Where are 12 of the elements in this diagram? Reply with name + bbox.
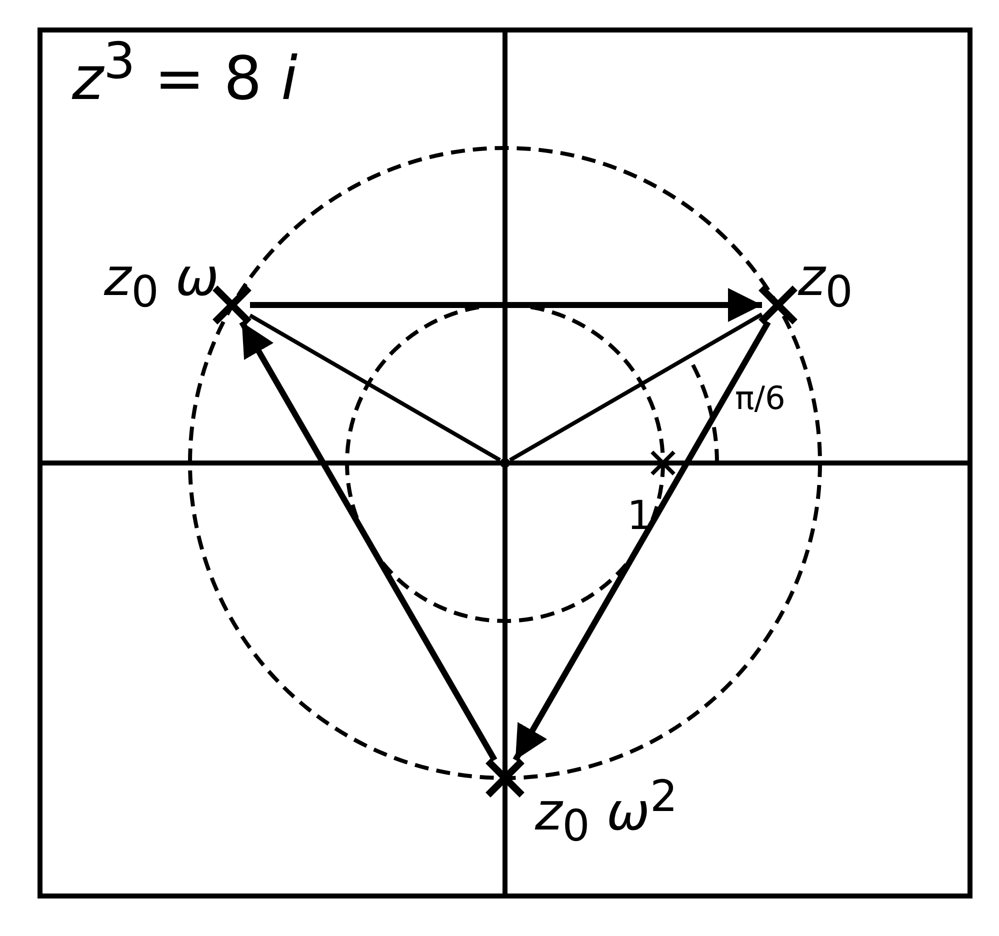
- equation-title: z$^{3}$ = 8 i: [72, 36, 298, 109]
- point-label: z$_{0}$ ω$^{2}$: [535, 776, 678, 850]
- angle-label: π/6: [735, 382, 786, 414]
- radius-line: [249, 314, 501, 462]
- arrow: [512, 320, 771, 762]
- tick-label: 1: [627, 496, 652, 536]
- origin-point: [500, 458, 510, 468]
- radius-line: [509, 312, 763, 462]
- arrow: [250, 288, 762, 322]
- point-label: z$_{0}$: [798, 252, 853, 315]
- arrow: [239, 320, 498, 762]
- point-label: z$_{0}$ ω: [104, 252, 219, 315]
